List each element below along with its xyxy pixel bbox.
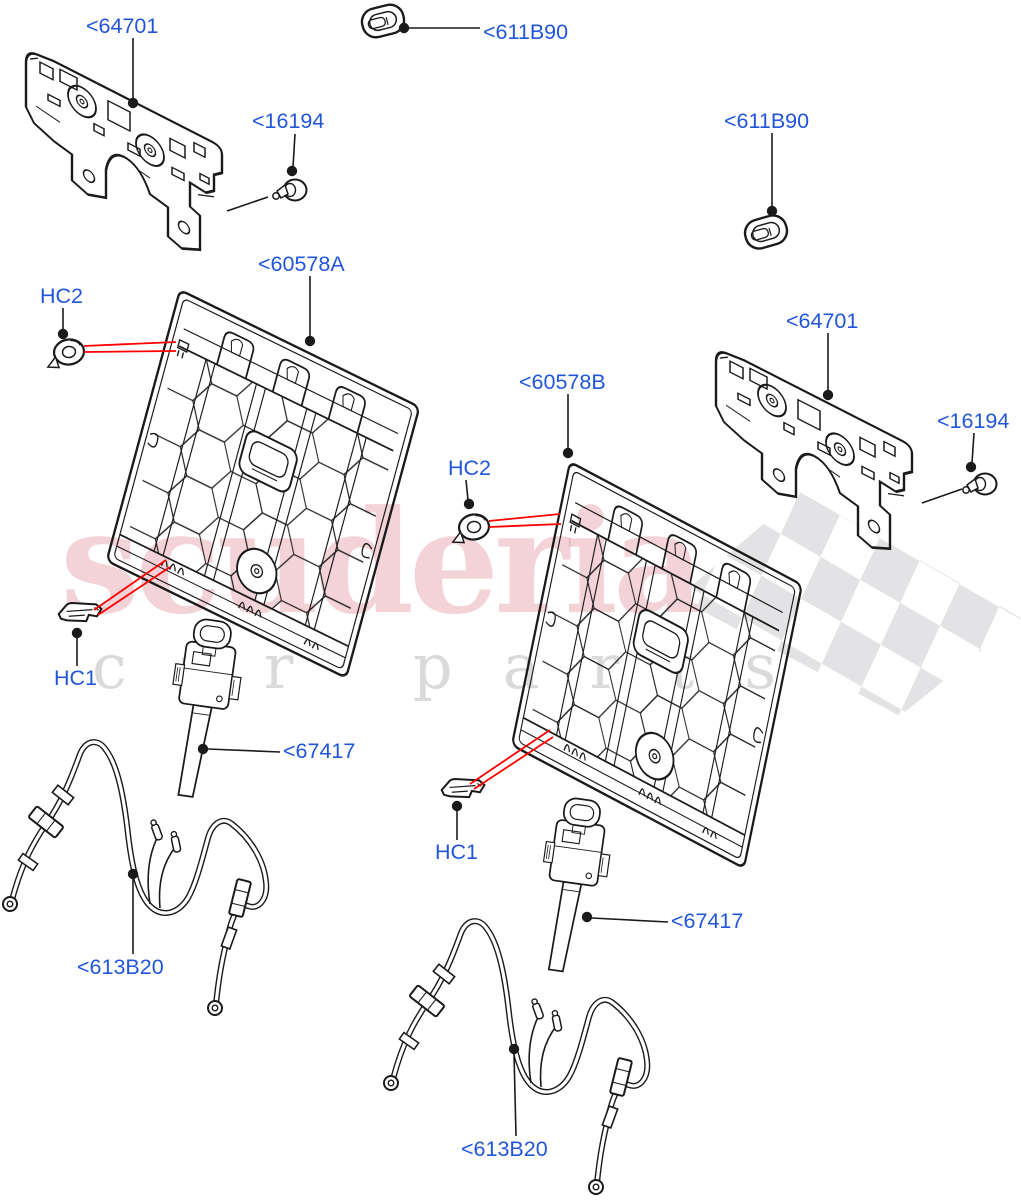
part-label-hc1-left[interactable]: HC1 [54,666,98,690]
seatback-panel-60578a-art [105,288,421,680]
part-label-67417-right[interactable]: <67417 [671,909,744,933]
headrest-latch-67417-right-art [527,794,618,977]
hc1-clip-right-art [440,776,487,800]
part-label-16194-left[interactable]: <16194 [252,109,325,133]
part-label-613b20-left[interactable]: <613B20 [77,955,164,979]
part-label-hc2-right[interactable]: HC2 [448,456,492,480]
part-label-67417-left[interactable]: <67417 [283,739,356,763]
part-label-hc2-left[interactable]: HC2 [40,284,84,308]
hc1-clip-left-art [57,600,104,624]
part-label-64701-left[interactable]: <64701 [86,14,159,38]
grommet-611b90-top-art [357,0,409,42]
part-label-60578b[interactable]: <60578B [519,370,606,394]
pushpin-16194-left-art [271,178,308,202]
pushpin-16194-right-art [961,472,998,496]
leader-lines [57,22,977,1137]
part-label-611b90-right[interactable]: <611B90 [724,109,810,133]
part-label-613b20-right[interactable]: <613B20 [461,1137,548,1161]
hc2-clip-left-art [43,336,87,371]
part-label-16194-right[interactable]: <16194 [937,409,1010,433]
red-leader-lines [83,341,562,790]
part-label-64701-right[interactable]: <64701 [786,309,859,333]
headrest-latch-67417-left-art [156,615,250,803]
bracket-64701-left-art [24,45,224,271]
grommet-611b90-right-art [740,211,792,253]
part-label-60578a[interactable]: <60578A [258,252,345,276]
part-label-hc1-right[interactable]: HC1 [435,840,479,864]
seatback-panel-60578b-art [510,460,804,870]
part-label-611b90-top[interactable]: <611B90 [483,20,569,44]
hc2-clip-right-art [448,511,492,546]
